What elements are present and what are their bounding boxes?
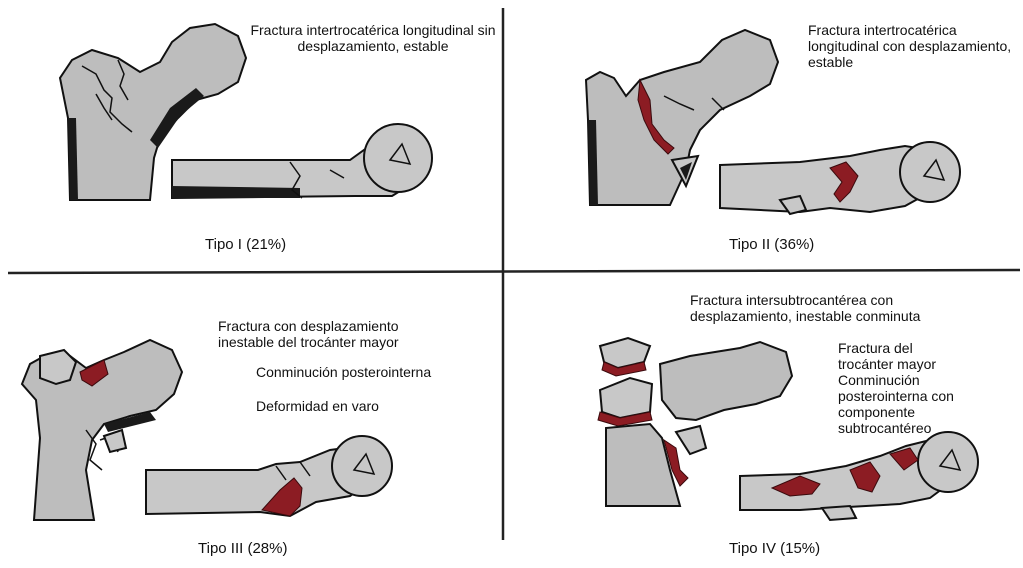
horizontal-divider	[8, 270, 1020, 273]
tipo-3-note-3: Deformidad en varo	[256, 398, 466, 414]
tipo-4-ap-lesser-fragment	[676, 426, 706, 454]
tipo-3-lateral-head	[332, 436, 392, 496]
tipo-3-ap-posteromedial-fragment	[104, 430, 126, 452]
tipo-3-caption: Tipo III (28%)	[198, 540, 287, 557]
tipo-4-ap-shaft	[606, 424, 680, 506]
tipo-1-lateral-cortex	[172, 186, 300, 198]
tipo-2-note: Fractura intertrocatérica longitudinal c…	[808, 22, 1020, 70]
tipo-3-note-1: Fractura con desplazamiento inestable de…	[218, 318, 458, 350]
tipo-4-caption: Tipo IV (15%)	[729, 540, 820, 557]
tipo-1-caption: Tipo I (21%)	[205, 236, 286, 253]
tipo-3-ap-trochanter-fragment	[40, 350, 76, 384]
tipo-4-note-1: Fractura intersubtrocantérea con desplaz…	[690, 292, 990, 324]
tipo-4-note-3: Conminución posterointerna con component…	[838, 372, 1008, 436]
tipo-4-ap-neck-head	[660, 342, 792, 420]
tipo-1-note: Fractura intertrocatérica longitudinal s…	[248, 22, 498, 54]
tipo-4-note-2: Fractura del trocánter mayor	[838, 340, 968, 372]
tipo-2-caption: Tipo II (36%)	[729, 236, 814, 253]
tipo-4-lateral-lesser-fragment	[822, 506, 856, 520]
tipo-4-lateral-head	[918, 432, 978, 492]
tipo-4-ap-intermediate-fragment	[600, 378, 652, 418]
tipo-2-lateral-head	[900, 142, 960, 202]
tipo-1-lateral-head	[364, 124, 432, 192]
tipo-3-note-2: Conminución posterointerna	[256, 364, 486, 380]
